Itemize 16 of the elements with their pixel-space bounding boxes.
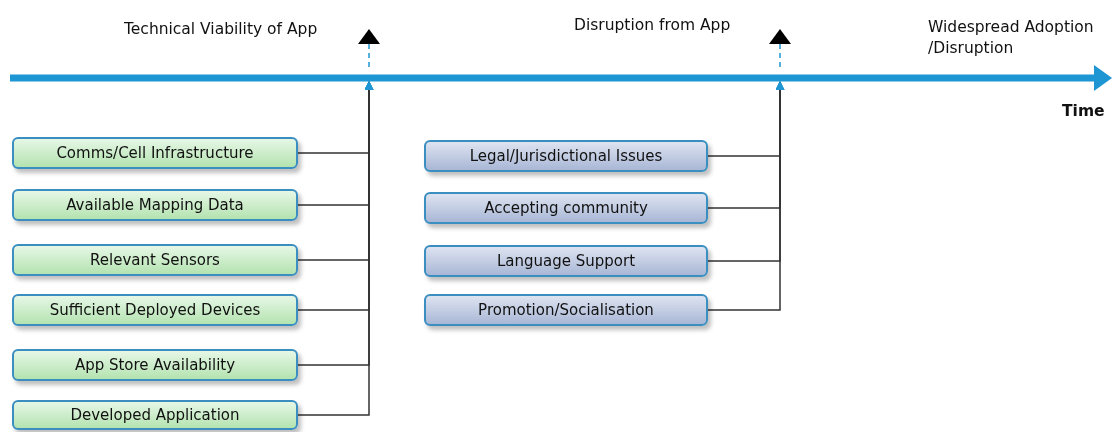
milestone-label: Widespread Adoption /Disruption	[928, 17, 1095, 59]
timeline-arrow	[10, 65, 1112, 91]
factor-box: Promotion/Socialisation	[424, 294, 708, 326]
milestone-label: Disruption from App	[574, 16, 731, 34]
factor-box: Developed Application	[12, 400, 298, 430]
factor-box: Relevant Sensors	[12, 244, 298, 276]
factor-box: App Store Availability	[12, 349, 298, 381]
factor-box: Accepting community	[424, 192, 708, 224]
factor-box: Language Support	[424, 245, 708, 277]
factor-box: Legal/Jurisdictional Issues	[424, 140, 708, 172]
factor-box: Sufficient Deployed Devices	[12, 294, 298, 326]
factor-box: Available Mapping Data	[12, 189, 298, 221]
factor-box: Comms/Cell Infrastructure	[12, 137, 298, 169]
connector-arrow	[707, 81, 785, 311]
axis-label: Time	[1062, 102, 1105, 120]
milestone-label: Technical Viability of App	[124, 20, 318, 38]
